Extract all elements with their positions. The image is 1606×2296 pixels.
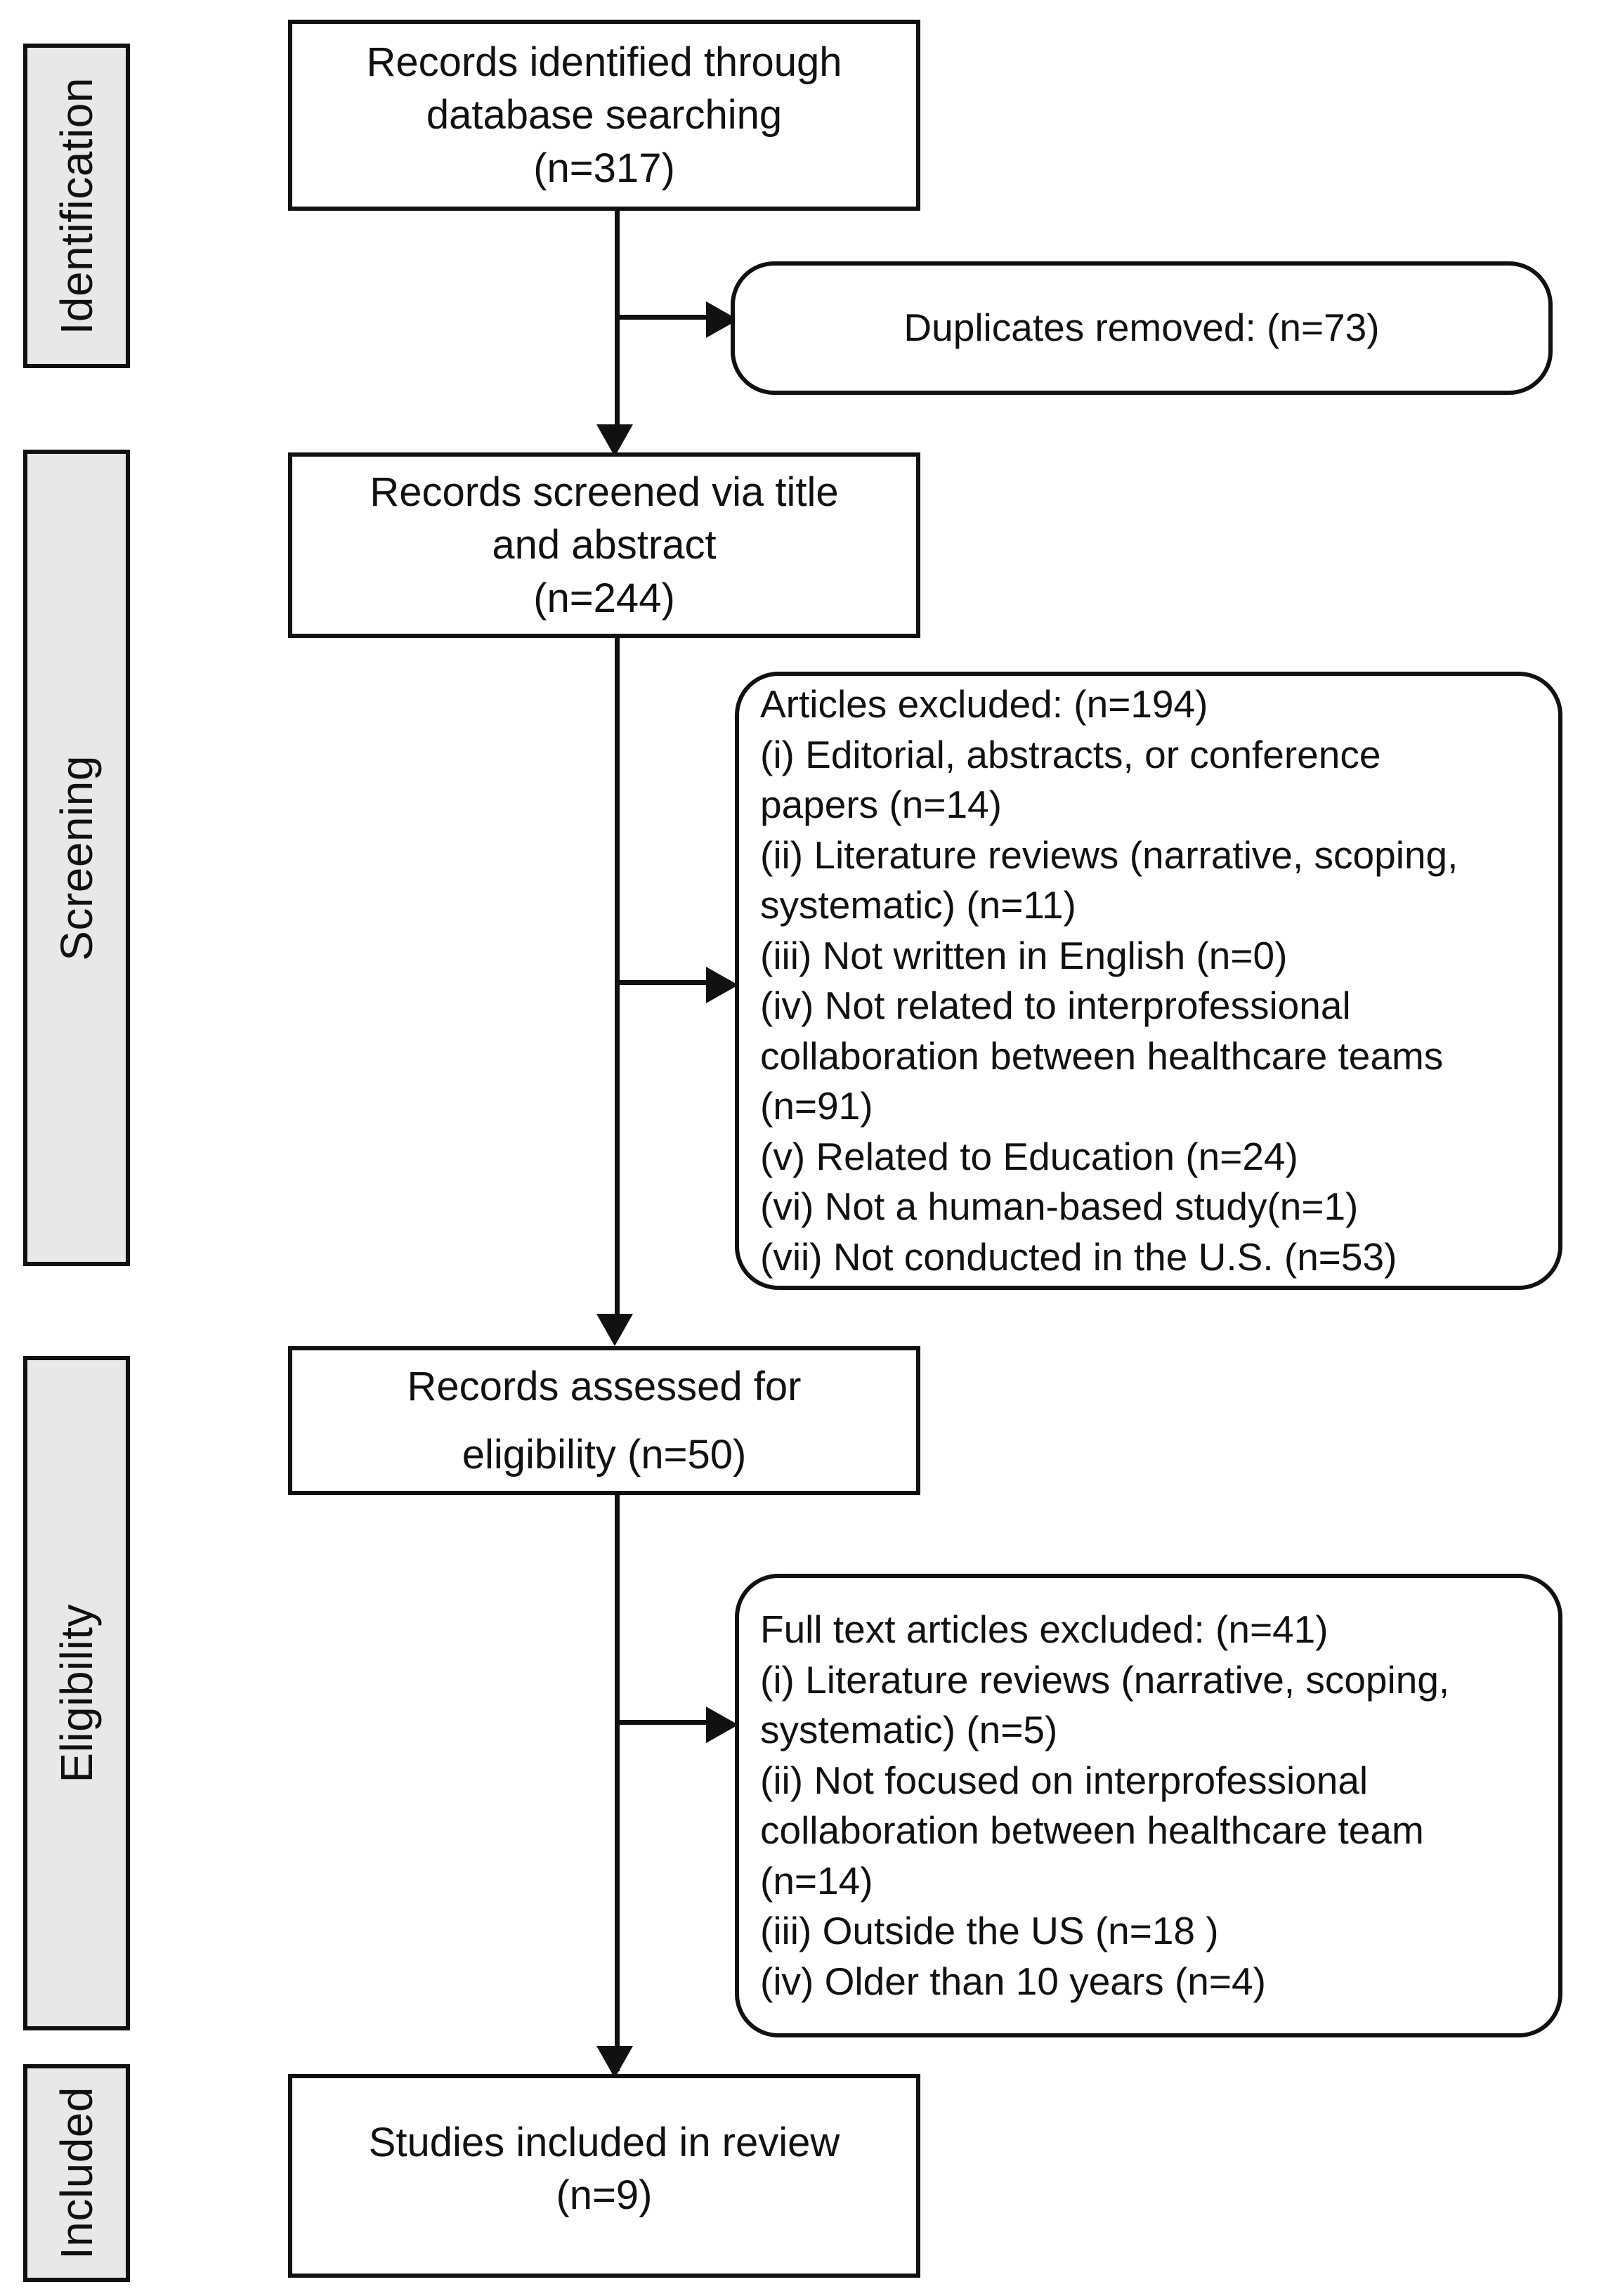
fulltext-excluded-line-4: (ii) Not focused on interprofessional	[760, 1758, 1369, 1802]
connector-assessed-to-included	[615, 1495, 620, 2071]
stage-label-eligibility: Eligibility	[23, 1356, 130, 2030]
connector-to-articles-excluded	[615, 980, 730, 985]
arrowhead-screened-to-assessed	[596, 1314, 633, 1346]
articles-excluded-line-11: (vi) Not a human-based study(n=1)	[760, 1185, 1359, 1228]
box-records-identified-line-1: Records identified through	[366, 39, 842, 85]
box-records-screened: Records screened via title and abstract …	[288, 452, 920, 638]
stage-label-included-text: Included	[51, 2087, 102, 2259]
box-articles-excluded: Articles excluded: (n=194) (i) Editorial…	[735, 672, 1562, 1290]
connector-to-fulltext-excluded	[615, 1720, 730, 1725]
stage-label-eligibility-text: Eligibility	[51, 1603, 102, 1783]
stage-label-included: Included	[23, 2064, 130, 2282]
arrowhead-to-articles-excluded	[706, 967, 738, 1003]
arrowhead-to-fulltext-excluded	[706, 1707, 738, 1743]
fulltext-excluded-line-1: Full text articles excluded: (n=41)	[760, 1607, 1328, 1651]
articles-excluded-line-2: (i) Editorial, abstracts, or conference	[760, 732, 1381, 776]
articles-excluded-line-12: (vii) Not conducted in the U.S. (n=53)	[760, 1234, 1397, 1279]
box-fulltext-articles-excluded: Full text articles excluded: (n=41) (i) …	[735, 1574, 1562, 2037]
box-records-assessed-line-2: eligibility (n=50)	[462, 1432, 747, 1478]
box-records-assessed: Records assessed for eligibility (n=50)	[288, 1346, 920, 1495]
arrowhead-assessed-to-included	[596, 2046, 633, 2078]
stage-label-screening: Screening	[23, 450, 130, 1266]
stage-label-identification-text: Identification	[51, 77, 102, 335]
box-duplicates-removed: Duplicates removed: (n=73)	[731, 261, 1553, 395]
articles-excluded-line-1: Articles excluded: (n=194)	[760, 682, 1208, 726]
fulltext-excluded-line-2: (i) Literature reviews (narrative, scopi…	[760, 1657, 1450, 1702]
articles-excluded-line-7: (iv) Not related to interprofessional	[760, 984, 1351, 1027]
box-records-assessed-line-1: Records assessed for	[407, 1363, 802, 1409]
articles-excluded-line-9: (n=91)	[760, 1084, 873, 1128]
box-studies-included: Studies included in review (n=9)	[288, 2074, 920, 2278]
connector-identified-to-screened	[615, 211, 620, 440]
box-records-screened-line-1: Records screened via title	[370, 469, 839, 515]
articles-excluded-line-8: collaboration between healthcare teams	[760, 1033, 1444, 1078]
fulltext-excluded-line-3: systematic) (n=5)	[760, 1708, 1058, 1752]
articles-excluded-line-4: (ii) Literature reviews (narrative, scop…	[760, 833, 1458, 877]
fulltext-excluded-line-8: (iv) Older than 10 years (n=4)	[760, 1959, 1266, 2003]
articles-excluded-line-6: (iii) Not written in English (n=0)	[760, 933, 1288, 977]
box-records-screened-line-2: and abstract	[492, 522, 717, 568]
box-records-identified: Records identified through database sear…	[288, 20, 920, 211]
stage-label-identification: Identification	[23, 44, 130, 368]
stage-label-screening-text: Screening	[51, 755, 102, 961]
fulltext-excluded-line-6: (n=14)	[760, 1858, 873, 1903]
articles-excluded-line-3: papers (n=14)	[760, 783, 1002, 826]
box-records-identified-line-2: database searching	[426, 92, 783, 138]
articles-excluded-line-5: systematic) (n=11)	[760, 883, 1076, 927]
box-studies-included-line-1: Studies included in review	[368, 2120, 840, 2165]
box-records-screened-line-3: (n=244)	[533, 575, 675, 621]
fulltext-excluded-line-7: (iii) Outside the US (n=18 )	[760, 1909, 1219, 1952]
connector-to-duplicates	[615, 315, 730, 320]
box-duplicates-removed-line-1: Duplicates removed: (n=73)	[903, 306, 1380, 350]
box-studies-included-line-2: (n=9)	[556, 2172, 653, 2219]
articles-excluded-line-10: (v) Related to Education (n=24)	[760, 1134, 1298, 1178]
box-records-identified-line-3: (n=317)	[533, 145, 675, 191]
fulltext-excluded-line-5: collaboration between healthcare team	[760, 1808, 1424, 1852]
arrowhead-identified-to-screened	[596, 424, 633, 457]
